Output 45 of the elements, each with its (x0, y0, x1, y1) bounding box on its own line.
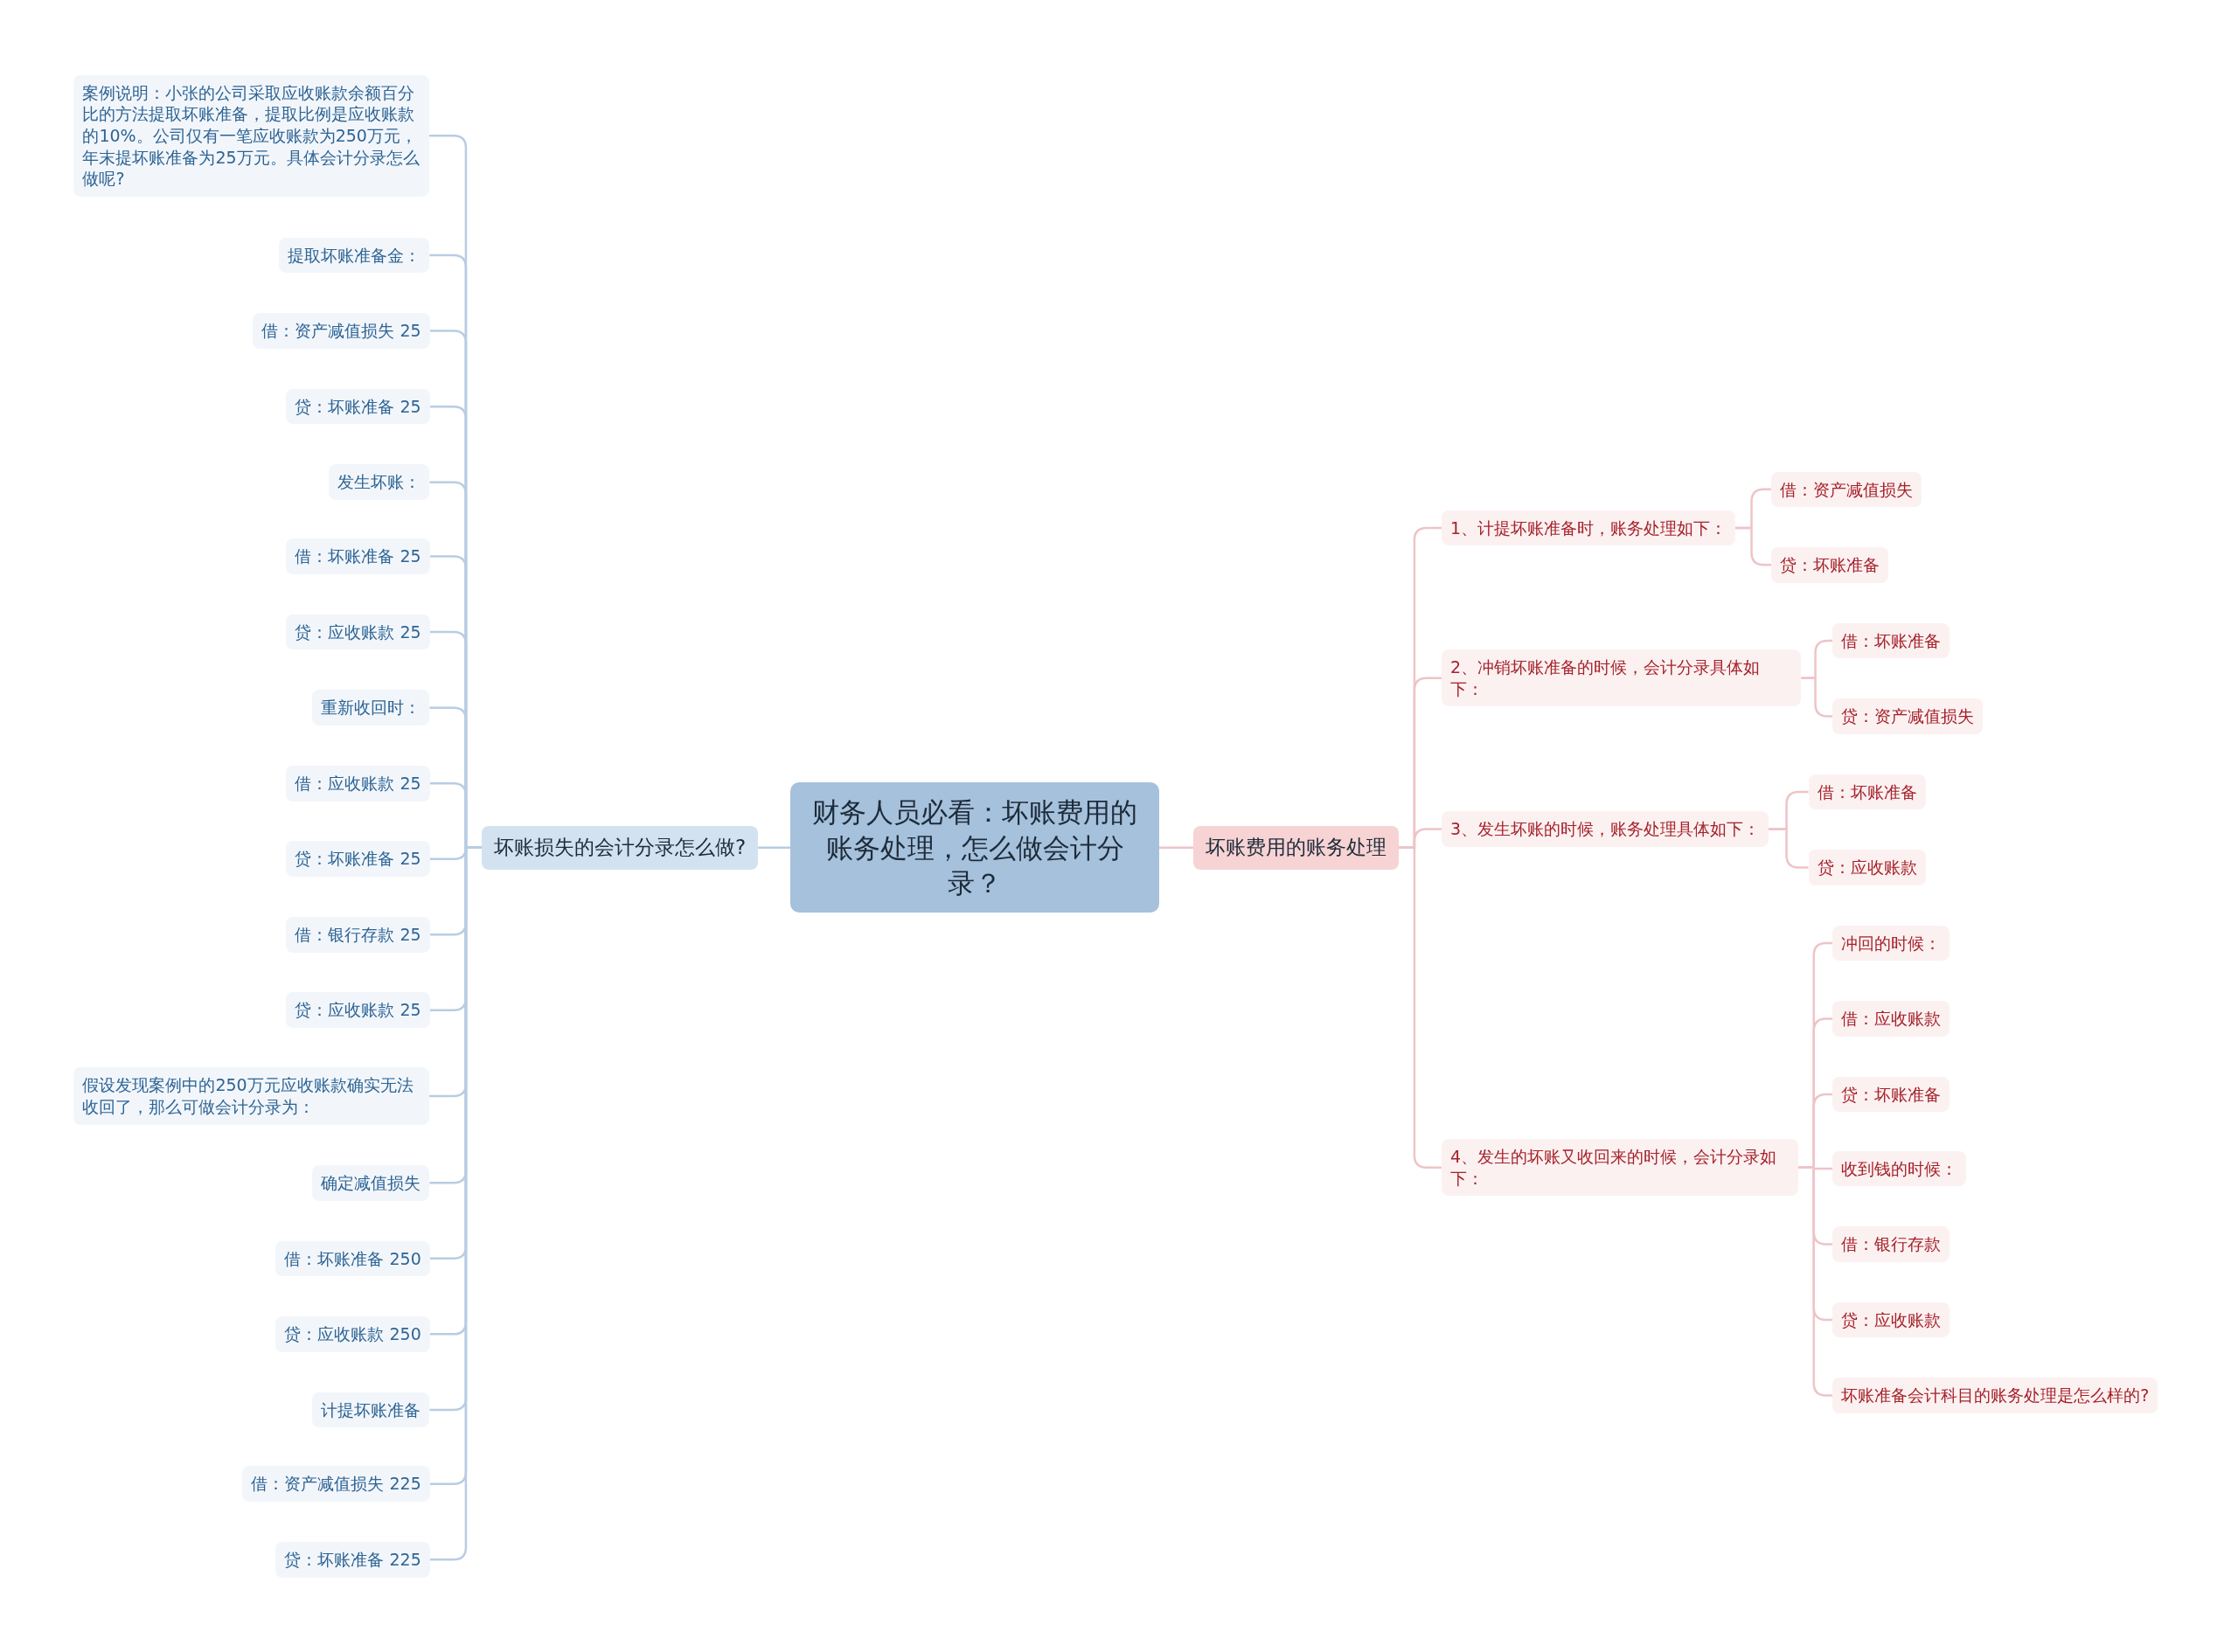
topic-box: 借：应收账款 25 (286, 765, 430, 802)
topic-box: 4、发生的坏账又收回来的时候，会计分录如下： (1441, 1139, 1799, 1197)
topic-box: 贷：坏账准备 (1771, 547, 1889, 583)
topic-box: 贷：应收账款 (1808, 850, 1926, 885)
topic-box: 贷：应收账款 25 (286, 614, 430, 650)
topic-box: 借：坏账准备 25 (286, 538, 430, 574)
topic-box: 借：坏账准备 (1808, 774, 1926, 810)
topic-box: 贷：应收账款 250 (275, 1316, 430, 1352)
topic-box: 借：资产减值损失 (1771, 471, 1922, 508)
topic-box: 借：银行存款 25 (286, 916, 430, 953)
topic-box: 收到钱的时候： (1832, 1150, 1967, 1187)
connector (758, 846, 791, 849)
topic-box: 计提坏账准备 (312, 1392, 430, 1428)
topic-box: 冲回的时候： (1832, 925, 1950, 961)
topic-box: 3、发生坏账的时候，账务处理具体如下： (1441, 811, 1769, 847)
connector (1801, 677, 1833, 718)
branch-topic: 坏账费用的账务处理 (1192, 825, 1399, 870)
topic-box: 借：应收账款 (1832, 1001, 1950, 1037)
connector (1769, 828, 1809, 869)
connector (1398, 846, 1442, 1169)
topic-box: 贷：坏账准备 25 (286, 388, 430, 425)
topic-box: 贷：应收账款 25 (286, 992, 430, 1029)
topic-box: 贷：资产减值损失 (1832, 698, 1984, 734)
root-topic: 财务人员必看：坏账费用的账务处理，怎么做会计分录？ (790, 782, 1159, 913)
topic-box: 1、计提坏账准备时，账务处理如下： (1441, 510, 1736, 546)
topic-box: 贷：坏账准备 225 (275, 1542, 430, 1578)
topic-box: 借：资产减值损失 25 (253, 313, 430, 349)
topic-box: 确定减值损失 (312, 1164, 430, 1201)
topic-box: 借：坏账准备 (1832, 622, 1950, 659)
connector (1158, 846, 1193, 849)
topic-box: 案例说明：小张的公司采取应收账款余额百分比的方法提取坏账准备，提取比例是应收账款的10%。公司仅有一笔应收账款为250万元，年末提坏账准备为25万元。具体会计分录怎么做呢? (73, 74, 429, 198)
topic-box: 2、冲销坏账准备的时候，会计分录具体如下： (1441, 649, 1802, 707)
topic-box: 提取坏账准备金： (279, 237, 430, 274)
topic-box: 借：资产减值损失 225 (242, 1466, 430, 1503)
branch-topic: 坏账损失的会计分录怎么做? (481, 825, 759, 870)
topic-box: 借：坏账准备 250 (275, 1240, 430, 1277)
topic-box: 坏账准备会计科目的账务处理是怎么样的? (1832, 1378, 2158, 1413)
topic-box: 贷：坏账准备 25 (286, 841, 430, 878)
topic-box: 贷：坏账准备 (1832, 1076, 1950, 1113)
connector (1735, 526, 1772, 566)
topic-box: 重新收回时： (312, 690, 430, 725)
topic-box: 发生坏账： (329, 464, 430, 500)
topic-box: 借：银行存款 (1832, 1226, 1950, 1262)
topic-box: 贷：应收账款 (1832, 1301, 1950, 1338)
topic-box: 假设发现案例中的250万元应收账款确实无法收回了，那么可做会计分录为： (73, 1067, 429, 1125)
